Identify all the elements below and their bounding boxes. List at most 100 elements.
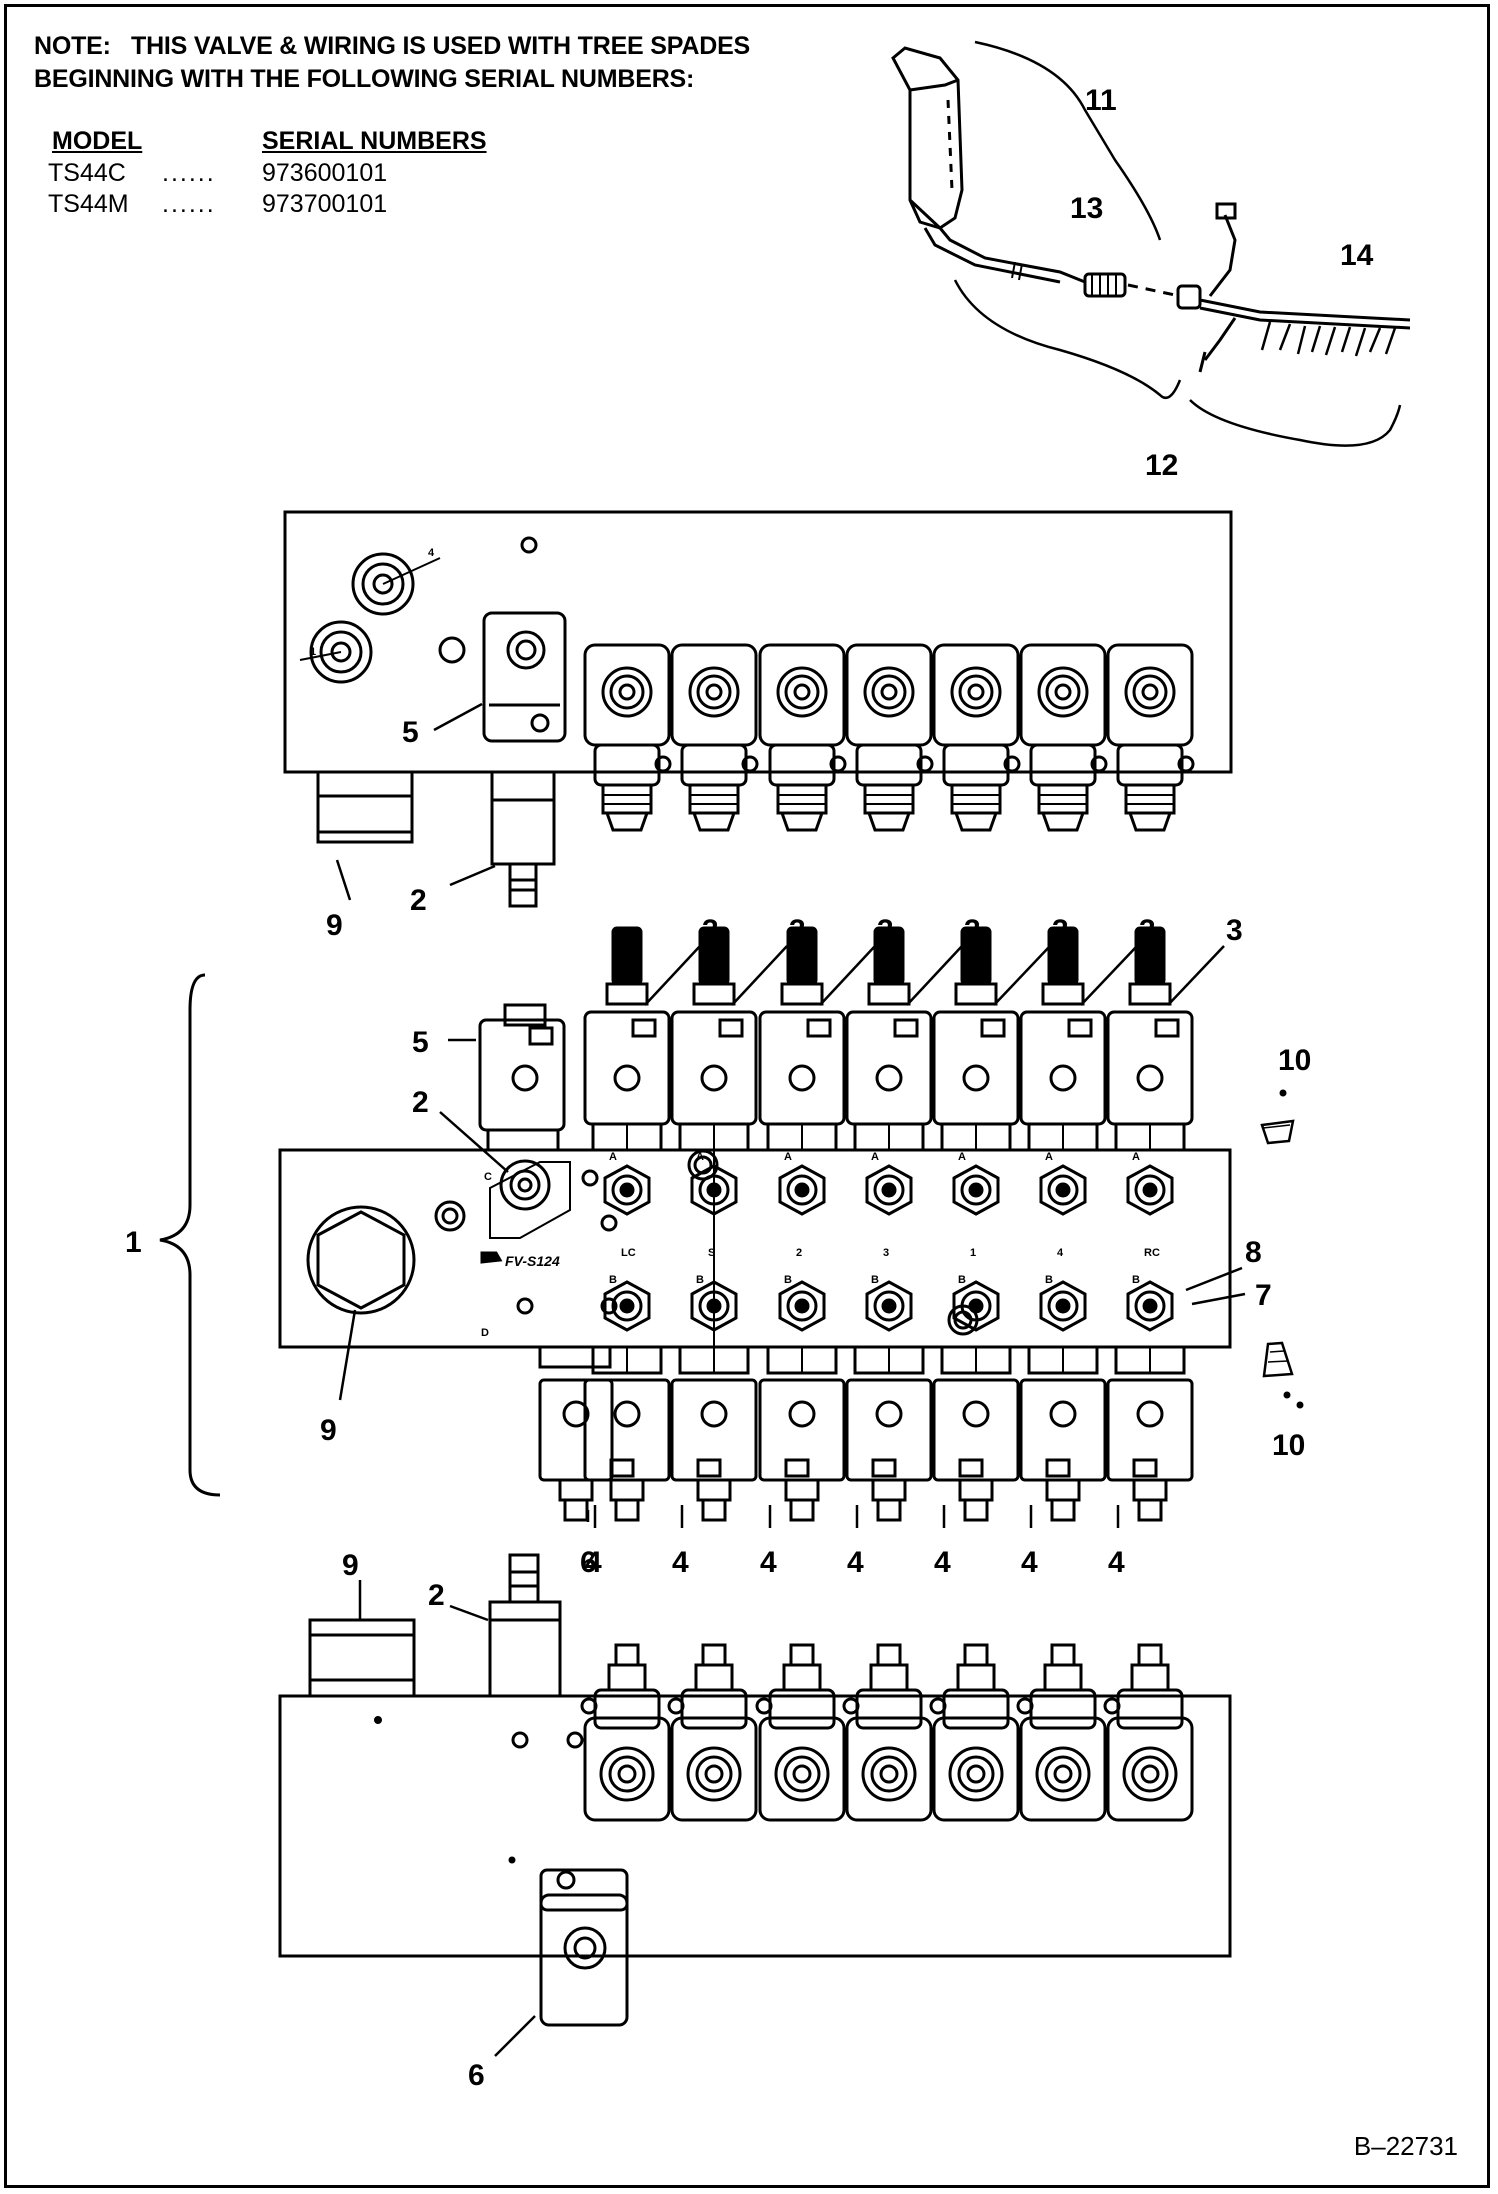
solenoid-coil — [1106, 1345, 1194, 1522]
section-label: 3 — [883, 1247, 889, 1259]
callout-4: 4 — [934, 1546, 951, 1579]
model-cell: TS44C — [48, 159, 126, 187]
serial-cell: 973600101 — [262, 159, 388, 187]
callout-2-front: 2 — [412, 1086, 429, 1119]
callout-7: 7 — [1255, 1279, 1272, 1312]
solenoid-coil — [580, 1643, 671, 1822]
port-b-label: B — [958, 1274, 966, 1286]
callout-9-front: 9 — [320, 1414, 337, 1447]
solenoid-coil — [755, 1643, 846, 1822]
callout-8: 8 — [1245, 1236, 1262, 1269]
port-a-label: A — [1045, 1151, 1053, 1163]
work-port-fitting — [690, 1164, 738, 1216]
callout-4: 4 — [585, 1546, 602, 1579]
solenoid-coil — [583, 643, 672, 832]
valve-bottom-view — [278, 1553, 1232, 2027]
solenoid-coil — [667, 1643, 758, 1822]
work-port-fitting — [603, 1164, 651, 1216]
solenoid-coil — [845, 643, 934, 832]
section-label: RC — [1144, 1247, 1160, 1259]
work-port-fitting — [690, 1280, 738, 1332]
solenoid-coil — [932, 643, 1021, 832]
solenoid-coil — [670, 1345, 758, 1522]
port-a-label: A — [1132, 1151, 1140, 1163]
callout-4: 4 — [847, 1546, 864, 1579]
work-port-fitting — [1039, 1164, 1087, 1216]
callout-11: 11 — [1085, 84, 1117, 117]
port-b-label: B — [696, 1274, 704, 1286]
callout-6-front: 6 — [580, 1546, 597, 1579]
solenoid-coil — [842, 1643, 933, 1822]
callout-2-bottom: 2 — [428, 1579, 445, 1612]
work-port-fitting — [952, 1280, 1000, 1332]
work-port-fitting — [1126, 1280, 1174, 1332]
port-c-label: C — [484, 1171, 492, 1183]
work-port-fitting — [778, 1280, 826, 1332]
callout-4: 4 — [672, 1546, 689, 1579]
solenoid-coil — [670, 643, 759, 832]
page-frame — [4, 4, 1490, 2188]
callout-3: 3 — [964, 914, 981, 947]
callout-5-front: 5 — [412, 1026, 429, 1059]
section-label: 2 — [796, 1247, 802, 1259]
serial-header: SERIAL NUMBERS — [262, 127, 487, 155]
front-lower-solenoid-coils — [583, 1345, 1194, 1522]
serial-cell: 973700101 — [262, 190, 388, 218]
callout-10-lower: 10 — [1272, 1429, 1305, 1462]
port-a-label: A — [609, 1151, 617, 1163]
port-b-label: B — [609, 1274, 617, 1286]
leader-line — [731, 945, 788, 1006]
solenoid-coil-with-knob — [1106, 926, 1194, 1152]
work-port-fitting — [1039, 1280, 1087, 1332]
solenoid-coil-with-knob — [583, 926, 671, 1152]
solenoid-coil-with-knob — [758, 926, 846, 1152]
leader-dots: ...... — [162, 159, 216, 187]
callout-1: 1 — [125, 1226, 142, 1259]
note-text: NOTE: THIS VALVE & WIRING IS USED WITH T… — [34, 30, 750, 96]
work-port-fitting — [778, 1164, 826, 1216]
callout-3: 3 — [702, 914, 719, 947]
callout-5-top: 5 — [402, 716, 419, 749]
solenoid-coil — [583, 1345, 671, 1522]
solenoid-coil — [758, 643, 847, 832]
solenoid-coil — [932, 1345, 1020, 1522]
work-port-fitting — [952, 1164, 1000, 1216]
callout-3: 3 — [1052, 914, 1069, 947]
callout-6-bottom: 6 — [468, 2059, 485, 2092]
leader-lines-item-4 — [593, 1505, 1120, 1528]
section-label: S — [708, 1247, 715, 1259]
callout-3: 3 — [789, 914, 806, 947]
note-line-2: BEGINNING WITH THE FOLLOWING SERIAL NUMB… — [34, 65, 695, 93]
leader-line — [993, 945, 1051, 1006]
solenoid-coil — [1103, 1643, 1194, 1822]
callout-3: 3 — [1226, 914, 1243, 947]
solenoid-coil-with-knob — [1019, 926, 1107, 1152]
callout-13: 13 — [1070, 192, 1103, 225]
solenoid-coil — [758, 1345, 846, 1522]
solenoid-coil — [1106, 643, 1195, 832]
solenoid-coil — [1019, 643, 1108, 832]
callout-4: 4 — [760, 1546, 777, 1579]
solenoid-coil-with-knob — [670, 926, 758, 1152]
leader-line — [1080, 945, 1138, 1006]
leader-lines-item-3 — [644, 945, 1225, 1006]
bottom-solenoid-coils — [580, 1643, 1194, 1822]
callout-3: 3 — [1139, 914, 1156, 947]
leader-dots: ...... — [162, 190, 216, 218]
section-label: LC — [621, 1247, 636, 1259]
port-b-label: B — [871, 1274, 879, 1286]
callout-2-top: 2 — [410, 884, 427, 917]
port-b-label: B — [1045, 1274, 1053, 1286]
solenoid-coil — [845, 1345, 933, 1522]
callout-10-upper: 10 — [1278, 1044, 1311, 1077]
section-label: 1 — [970, 1247, 976, 1259]
solenoid-coil-with-knob — [845, 926, 933, 1152]
port-b-label: B — [784, 1274, 792, 1286]
joystick-handle — [891, 46, 964, 230]
callout-14: 14 — [1340, 239, 1374, 272]
port-b-label: B — [1132, 1274, 1140, 1286]
solenoid-coil — [1019, 1345, 1107, 1522]
top-solenoid-coils — [583, 643, 1195, 832]
harness-braces — [953, 40, 1402, 447]
